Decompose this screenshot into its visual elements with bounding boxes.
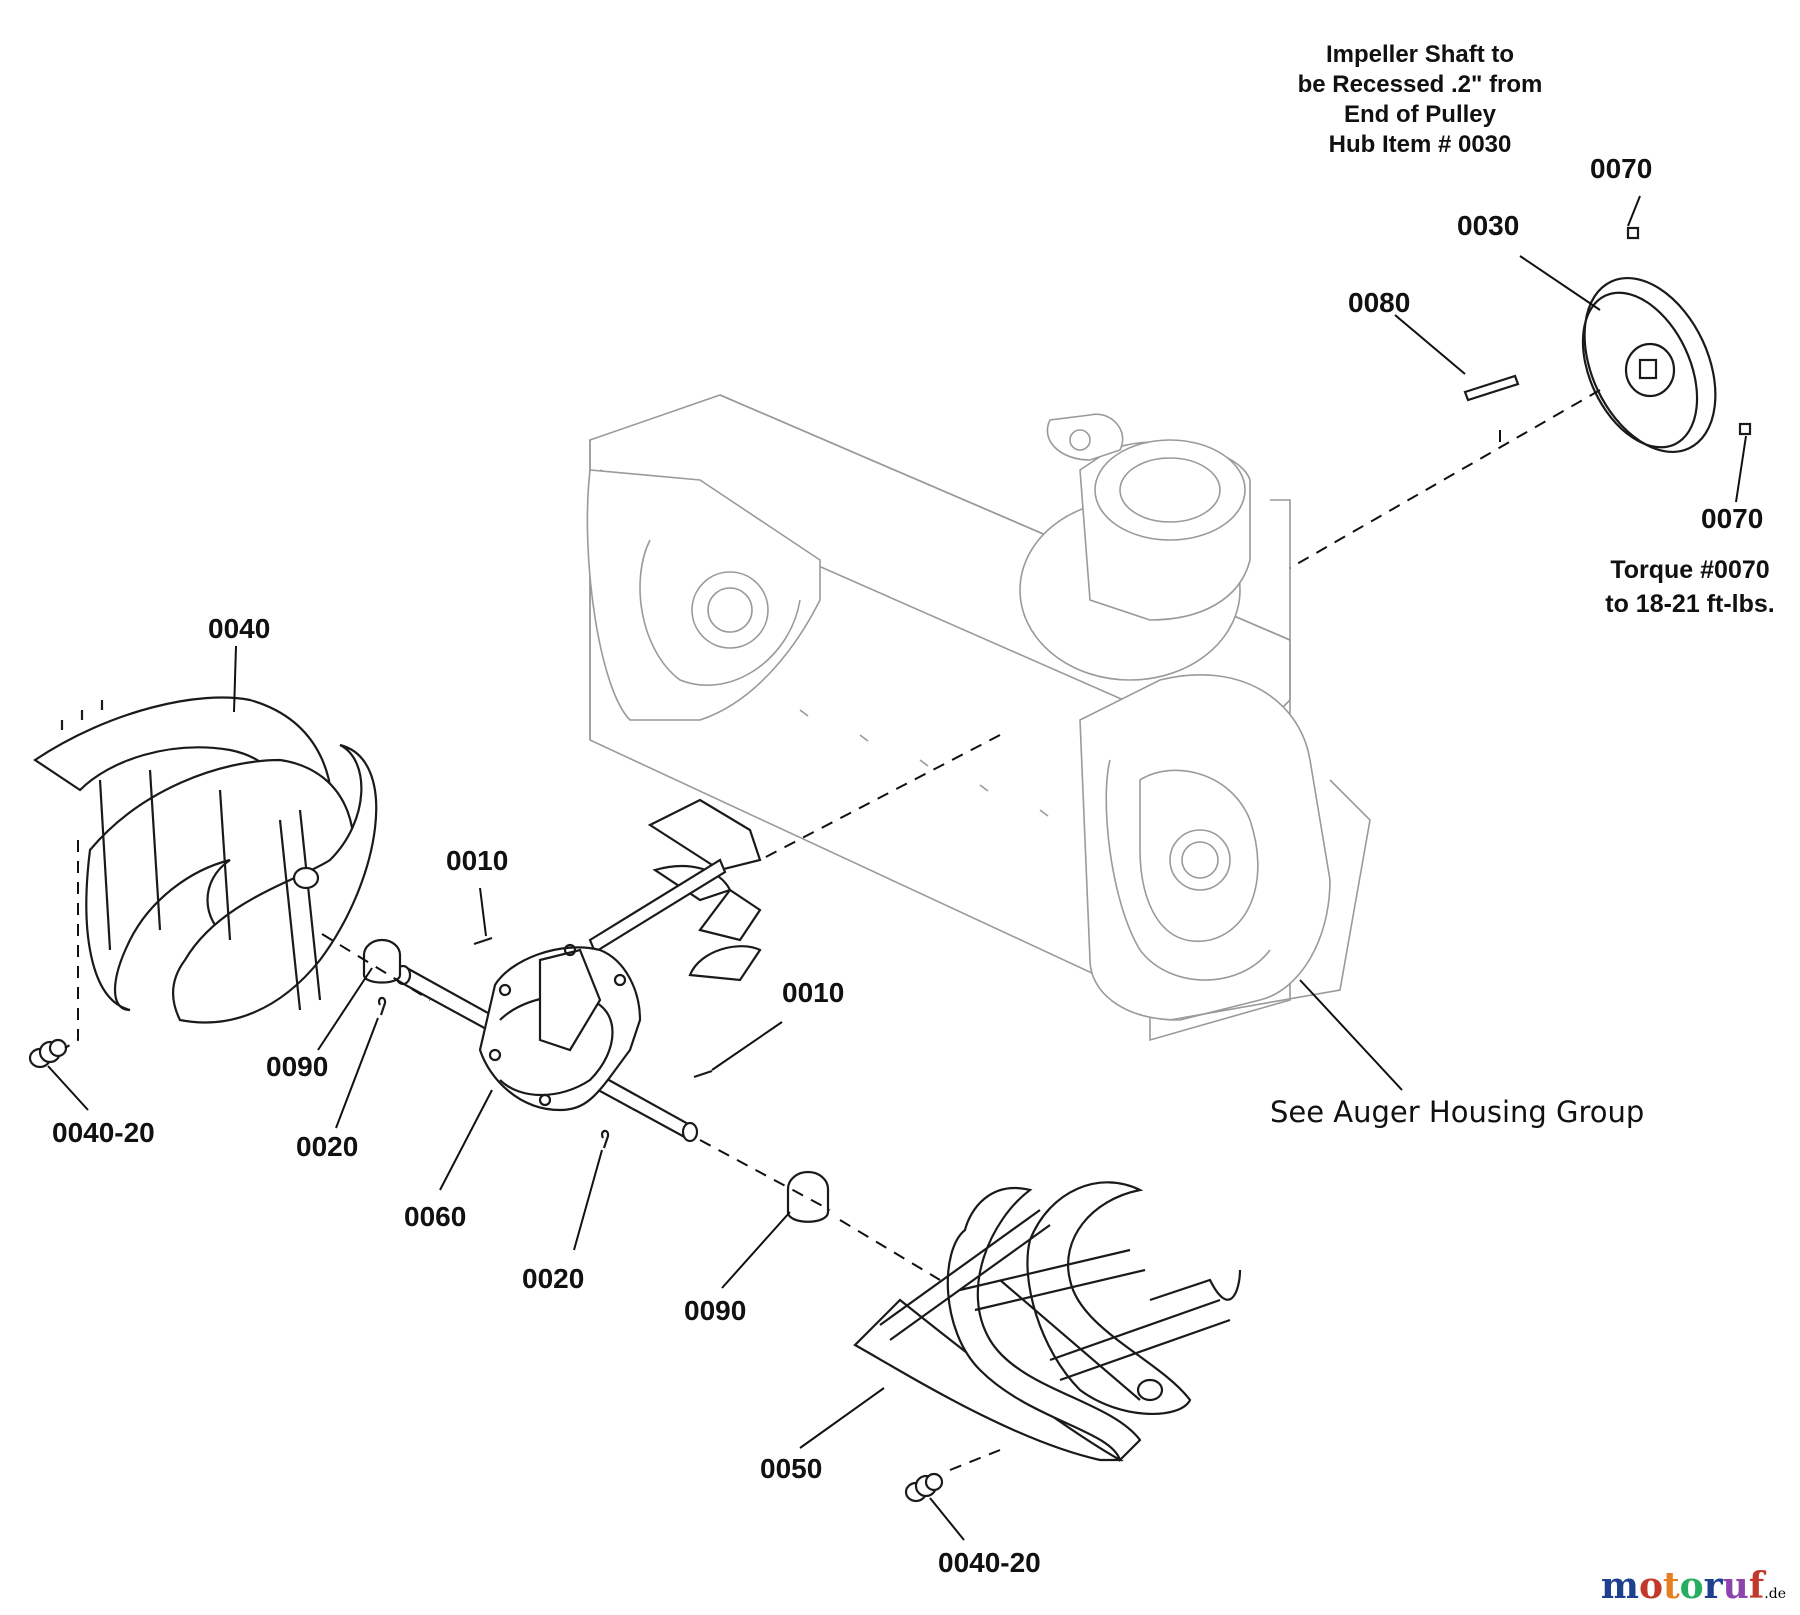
- torque-note: Torque #0070 to 18-21 ft-lbs.: [1605, 556, 1774, 618]
- label-0010-bottom: 0010: [782, 977, 844, 1008]
- left-auger: [33, 696, 378, 1024]
- assembly-lines: [64, 389, 1601, 1471]
- part-labels: 0070 0030 0080 0070 0040 0010 0010 0090 …: [52, 153, 1763, 1578]
- impeller-note-line-1: Impeller Shaft to: [1326, 41, 1514, 68]
- label-0050: 0050: [760, 1453, 822, 1484]
- torque-note-line-2: to 18-21 ft-lbs.: [1605, 590, 1774, 618]
- watermark-suffix: .de: [1764, 1586, 1786, 1602]
- watermark-letter: o: [1638, 1565, 1663, 1607]
- housing-reference-note: See Auger Housing Group: [1270, 1095, 1644, 1129]
- label-0040-20-left: 0040-20: [52, 1117, 155, 1148]
- label-0060: 0060: [404, 1201, 466, 1232]
- label-0070-bottom: 0070: [1701, 503, 1763, 534]
- label-0040: 0040: [208, 613, 270, 644]
- label-0040-20-bottom: 0040-20: [938, 1547, 1041, 1578]
- label-0070-top: 0070: [1590, 153, 1652, 184]
- impeller-note-line-4: Hub Item # 0030: [1329, 131, 1512, 158]
- gearbox-shaft: [28, 798, 944, 1503]
- label-0010-top: 0010: [446, 845, 508, 876]
- leader-lines: [47, 195, 1747, 1541]
- impeller-note-line-2: be Recessed .2" from: [1298, 71, 1543, 98]
- label-0090-bottom: 0090: [684, 1295, 746, 1326]
- label-0020-left: 0020: [296, 1131, 358, 1162]
- impeller-note: Impeller Shaft to be Recessed .2" from E…: [1298, 41, 1543, 158]
- label-0090-left: 0090: [266, 1051, 328, 1082]
- shear-bolt-right: [904, 1472, 944, 1503]
- label-0020-bottom: 0020: [522, 1263, 584, 1294]
- impeller-note-line-3: End of Pulley: [1344, 101, 1497, 128]
- watermark-letter: f: [1748, 1565, 1765, 1607]
- auger-housing: [586, 394, 1371, 1042]
- torque-note-line-1: Torque #0070: [1610, 556, 1769, 584]
- watermark-letter: r: [1703, 1565, 1723, 1607]
- watermark-letter: t: [1662, 1565, 1680, 1607]
- label-0030: 0030: [1457, 210, 1519, 241]
- watermark-logo: motoruf.de: [1601, 1565, 1786, 1607]
- label-0080: 0080: [1348, 287, 1410, 318]
- pulley-assembly: [1463, 226, 1752, 454]
- watermark-letter: m: [1600, 1565, 1639, 1607]
- watermark-text: motoruf: [1601, 1565, 1764, 1607]
- shear-bolt-left: [28, 1038, 68, 1069]
- watermark-letter: u: [1722, 1565, 1749, 1607]
- right-auger: [853, 1181, 1242, 1463]
- watermark-letter: o: [1679, 1565, 1704, 1607]
